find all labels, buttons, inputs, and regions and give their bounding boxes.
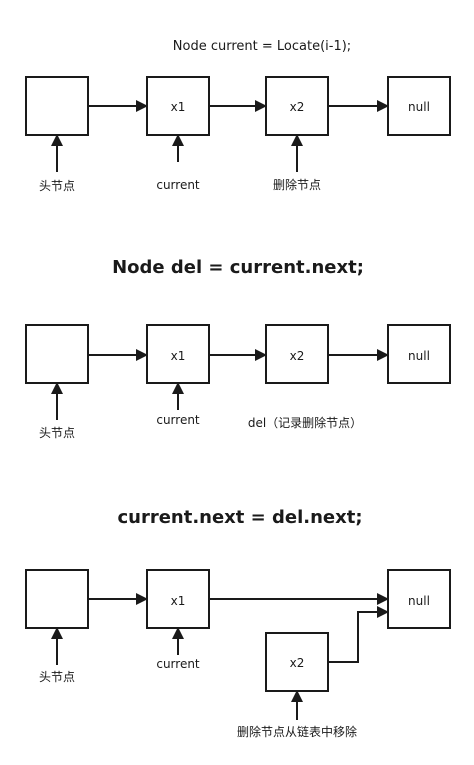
step-1-node-x1-value: x1 — [171, 100, 186, 114]
step-1-caption: Node current = Locate(i-1); — [173, 39, 351, 54]
step-3-node-null-value: null — [408, 594, 430, 608]
step-2-head-label: 头节点 — [39, 426, 75, 440]
step-2-node-x1-value: x1 — [171, 349, 186, 363]
step-3-current-label: current — [156, 657, 200, 671]
step-2-node-x2-value: x2 — [290, 349, 305, 363]
step-2-caption: Node del = current.next; — [112, 257, 364, 278]
step-3-removed-label: 删除节点从链表中移除 — [237, 724, 357, 739]
step-3-node-x1 — [146, 569, 210, 629]
step-1-node-x2-value: x2 — [290, 100, 305, 114]
step-2-del-label: del（记录删除节点） — [248, 415, 362, 430]
step-3-caption: current.next = del.next; — [117, 507, 362, 528]
step-2-node-null — [387, 324, 451, 384]
step-3: current.next = del.next; x1 null x2 头节点 … — [25, 507, 451, 739]
step-2-current-label: current — [156, 413, 200, 427]
step-3-node-x2 — [265, 632, 329, 692]
step-1-current-label: current — [156, 178, 200, 192]
step-2-node-null-value: null — [408, 349, 430, 363]
step-3-link-x2-null — [328, 606, 389, 663]
step-2: Node del = current.next; x1 x2 null 头节点 … — [25, 257, 451, 440]
step-1: Node current = Locate(i-1); x1 x2 null 头… — [25, 39, 451, 193]
step-1-deleted-label: 删除节点 — [273, 177, 321, 192]
step-1-node-null — [387, 76, 451, 136]
step-1-node-null-value: null — [408, 100, 430, 114]
step-1-head-label: 头节点 — [39, 179, 75, 193]
step-1-head-node — [25, 76, 89, 136]
step-3-head-node — [25, 569, 89, 629]
step-3-node-x2-value: x2 — [290, 656, 305, 670]
step-3-node-x1-value: x1 — [171, 594, 186, 608]
step-3-head-label: 头节点 — [39, 670, 75, 684]
step-2-head-node — [25, 324, 89, 384]
